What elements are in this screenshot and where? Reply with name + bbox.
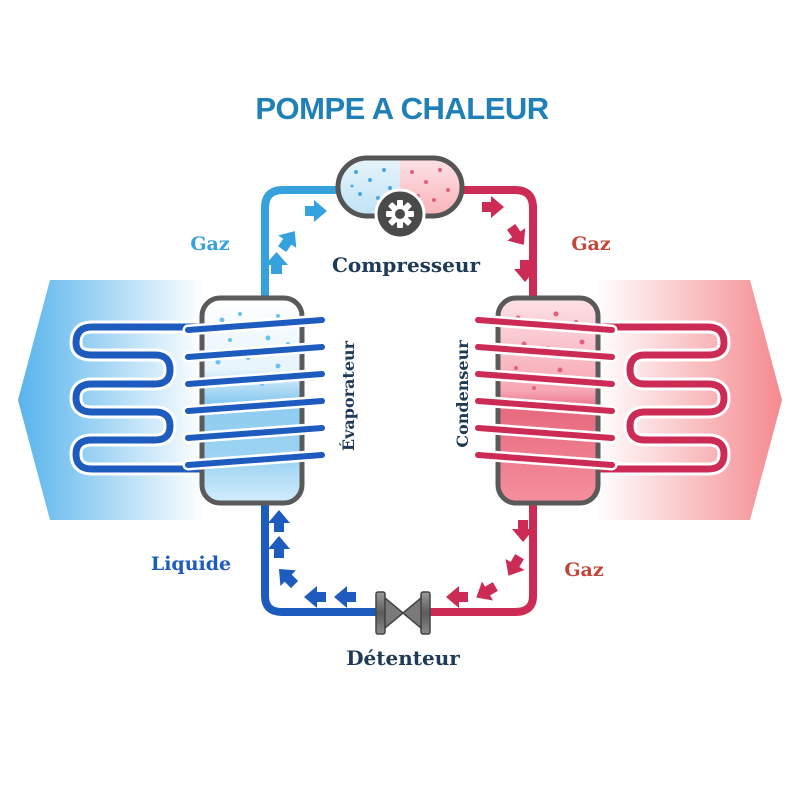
condenser-label: Condenseur xyxy=(453,340,472,448)
refrigerant-loop xyxy=(261,186,537,616)
evaporator-label: Évaporateur xyxy=(338,340,358,451)
liquid-label: Liquide xyxy=(151,553,231,575)
expansion-valve-icon xyxy=(375,591,431,635)
flow-arrows-gas-hot-bottom xyxy=(446,520,534,608)
evaporator-tank xyxy=(182,295,328,506)
gas-label-right-top: Gaz xyxy=(571,233,611,255)
flow-arrows-gas-hot-top xyxy=(482,196,536,282)
expansion-valve-label: Détenteur xyxy=(346,646,460,670)
page-title: POMPE A CHALEUR xyxy=(255,91,548,126)
flow-arrows-liquid xyxy=(268,510,356,608)
flow-arrows-gas-cold xyxy=(265,200,327,274)
right-external-coil xyxy=(588,320,731,476)
compressor-label: Compresseur xyxy=(332,253,480,277)
left-external-coil xyxy=(69,320,212,476)
compressor xyxy=(335,155,465,240)
warm-air-arrow xyxy=(595,280,782,520)
gas-label-left: Gaz xyxy=(190,233,230,255)
compressor-gear-icon xyxy=(374,188,426,240)
condenser-tank xyxy=(472,295,618,506)
gas-label-right-bottom: Gaz xyxy=(564,559,604,581)
cold-air-arrow xyxy=(18,280,205,520)
